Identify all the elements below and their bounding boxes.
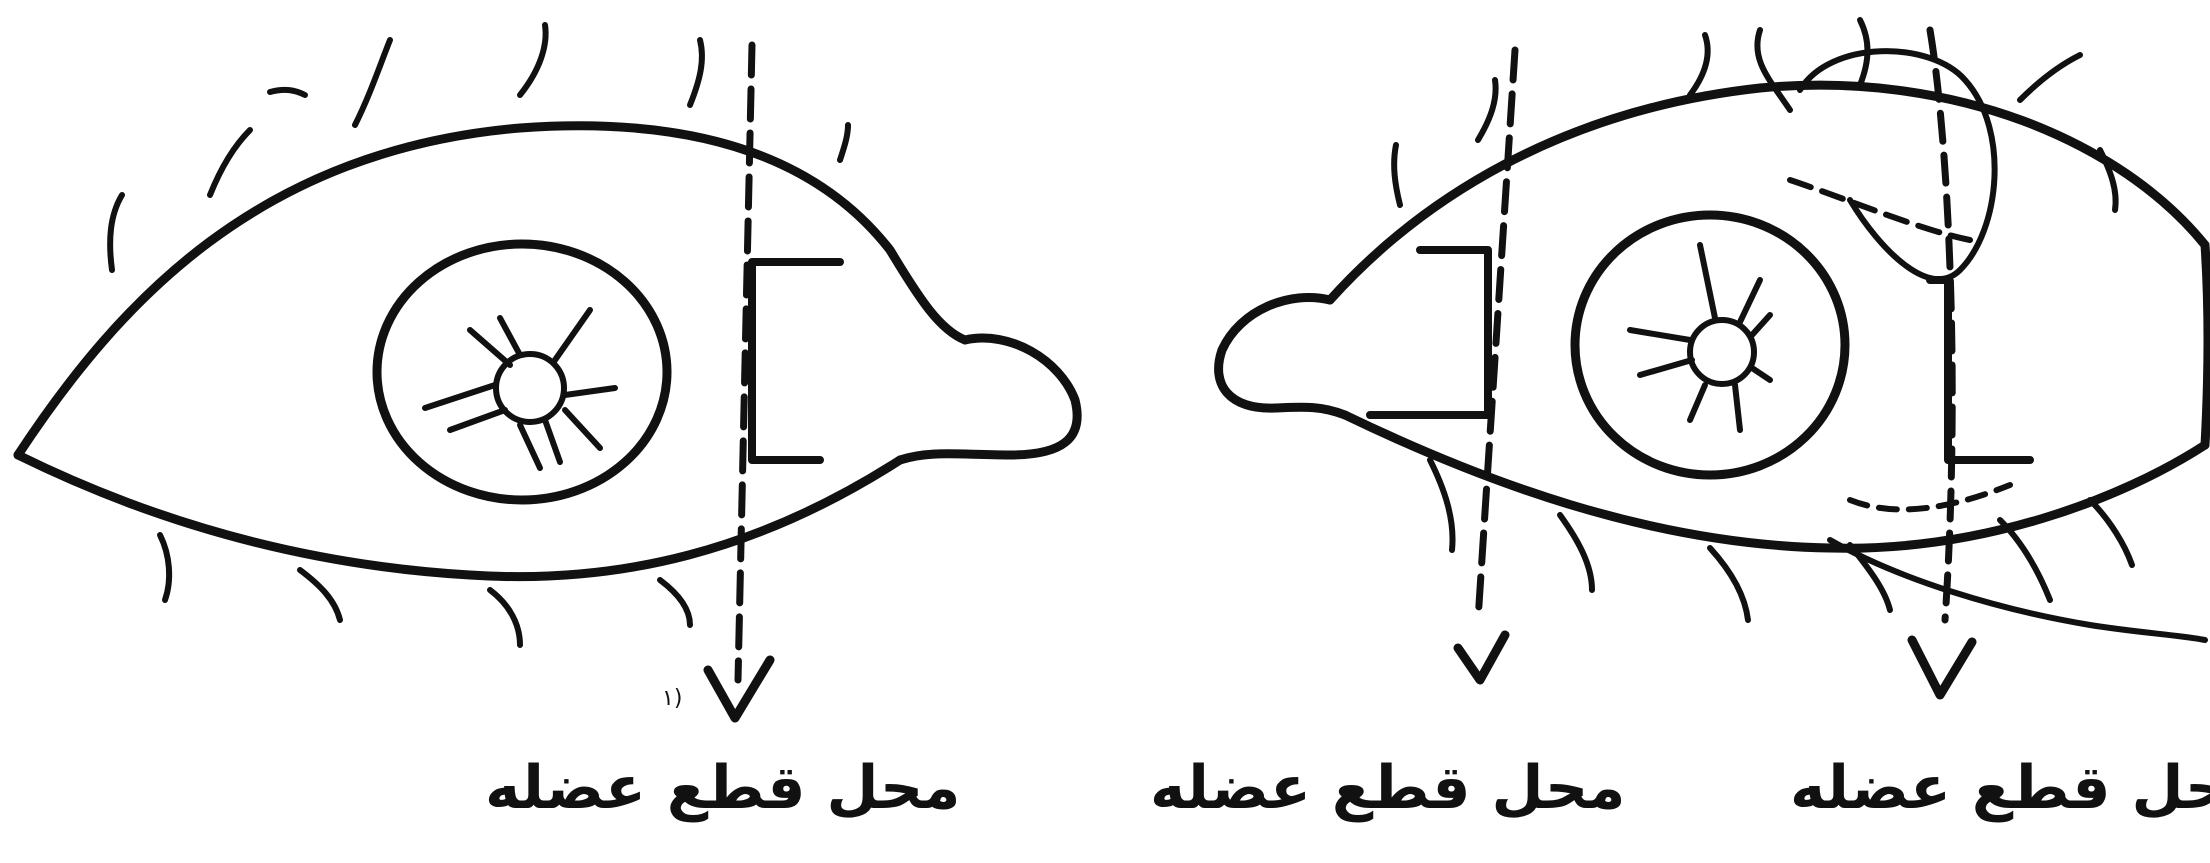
left-eye-upper-lid <box>18 126 965 455</box>
right-eye-pupil <box>1690 320 1754 384</box>
right-eye-lower-lid <box>1345 415 2205 548</box>
left-eye-muscle-bracket <box>752 262 840 460</box>
left-eye-lower-lid <box>18 455 900 577</box>
right-muscle-cut-label: محل قطع عضله <box>1790 748 2210 828</box>
left-eye-iris-rays <box>425 310 615 468</box>
middle-muscle-cut-label: محل قطع عضله <box>1150 748 1625 828</box>
left-eye-note: ۱) <box>662 686 682 711</box>
right-eye-medial-bracket <box>1370 250 1488 415</box>
right-eye <box>1219 20 2208 695</box>
right-eye-oblique-arc <box>1757 30 1790 110</box>
right-eye-outer-corner <box>2205 245 2208 445</box>
left-eye <box>18 25 1077 718</box>
right-eye-upper-lid <box>1330 85 2205 300</box>
right-eye-inferior-dash <box>1850 485 2010 509</box>
left-muscle-cut-label: محل قطع عضله <box>485 748 960 828</box>
right-eye-iris <box>1575 215 1845 475</box>
right-eye-oblique-tendon <box>1790 180 1970 240</box>
right-eye-lateral-bracket <box>1930 280 2030 460</box>
left-eye-iris <box>377 244 667 500</box>
right-eye-caruncle <box>1219 297 1345 415</box>
right-eye-lateral-cut-line <box>1930 30 1952 620</box>
left-eye-lower-lashes <box>160 535 690 645</box>
right-eye-inferior-oblique <box>1830 540 2205 640</box>
right-eye-lower-lashes <box>1430 460 2132 620</box>
right-eye-lateral-arrow-head <box>1912 640 1972 695</box>
left-eye-caruncle <box>900 338 1077 460</box>
right-eye-medial-arrow-head <box>1458 635 1505 680</box>
